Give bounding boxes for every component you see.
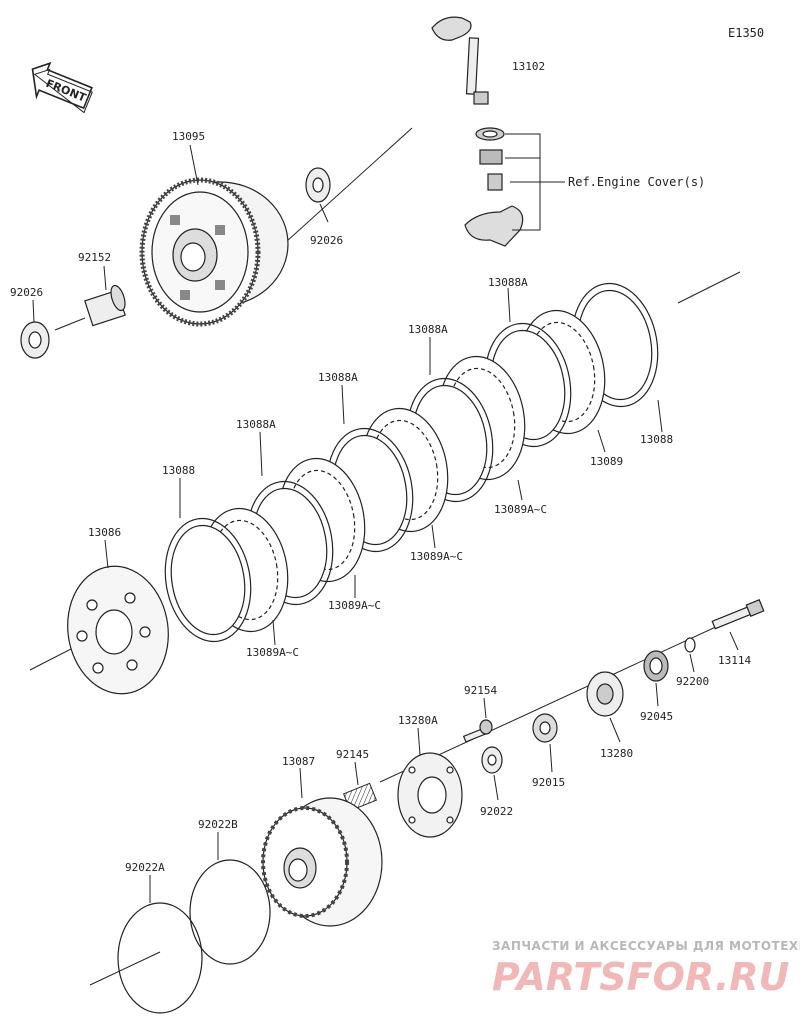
part-label-92152: 92152 — [78, 251, 111, 264]
leader-92045 — [655, 682, 659, 707]
leader-13114 — [729, 631, 739, 651]
leader-13280A — [417, 727, 421, 756]
axis-line-plates — [677, 271, 741, 304]
washer-92200 — [684, 637, 696, 653]
lever-bearings — [464, 127, 524, 247]
part-label-13280A: 13280A — [398, 714, 438, 727]
leader-13088A-2 — [341, 384, 345, 425]
part-label-92022A: 92022A — [125, 861, 165, 874]
leader-13089AC-1 — [272, 619, 276, 646]
leader-92154 — [483, 697, 487, 719]
nut-92015 — [532, 713, 558, 743]
leader-13088A-4 — [507, 287, 511, 323]
part-label-13089AC-2: 13089A~C — [328, 599, 381, 612]
spring-plate-13280A — [397, 752, 463, 838]
leader-13089AC-3 — [431, 524, 436, 549]
clutch-hub-13087 — [261, 797, 383, 927]
leader-92152 — [103, 265, 107, 291]
part-label-13086: 13086 — [88, 526, 121, 539]
reference-note: Ref.Engine Cover(s) — [568, 175, 705, 189]
bearing-92045 — [643, 650, 669, 682]
part-label-13089AC-1: 13089A~C — [246, 646, 299, 659]
part-label-13088A-2: 13088A — [318, 371, 358, 384]
leader-92026a — [319, 203, 329, 223]
bolt-92154 — [462, 719, 493, 743]
part-label-13089AC-4: 13089A~C — [494, 503, 547, 516]
leader-92200 — [689, 653, 695, 673]
part-label-13102: 13102 — [512, 60, 545, 73]
part-label-13088A-4: 13088A — [488, 276, 528, 289]
part-label-92200: 92200 — [676, 675, 709, 688]
clutch-hub-plate-13086 — [67, 565, 169, 695]
front-arrow-icon: FRONT — [31, 61, 93, 114]
leader-13095 — [189, 144, 199, 186]
part-label-92022B: 92022B — [198, 818, 238, 831]
part-label-13088A-1: 13088A — [236, 418, 276, 431]
friction-plate-13088-left — [164, 517, 252, 643]
part-label-13095: 13095 — [172, 130, 205, 143]
part-label-92026-left: 92026 — [10, 286, 43, 299]
leader-13280 — [609, 717, 621, 743]
part-labels: 13102 13095 92026 92152 92026 13088A 130… — [10, 60, 751, 874]
part-label-92015: 92015 — [532, 776, 565, 789]
leader-13089 — [597, 429, 606, 453]
thrust-washer-right — [305, 167, 331, 203]
washer-92022 — [481, 746, 503, 774]
o-ring-92022B — [189, 859, 271, 965]
leader-13088A-1 — [259, 431, 263, 477]
diagram-code: E1350 — [728, 26, 764, 40]
leader-13086 — [104, 539, 109, 569]
leader-92145 — [354, 761, 359, 786]
part-label-13088A-3: 13088A — [408, 323, 448, 336]
part-label-92026-right: 92026 — [310, 234, 343, 247]
part-label-13088-top: 13088 — [640, 433, 673, 446]
leader-92022 — [493, 774, 499, 801]
lifter-13280 — [586, 671, 624, 717]
part-label-13089AC-3: 13089A~C — [410, 550, 463, 563]
leader-13088-top — [657, 399, 663, 433]
clutch-housing — [139, 177, 289, 327]
part-label-92045: 92045 — [640, 710, 673, 723]
part-label-13280: 13280 — [600, 747, 633, 760]
watermark-logo: PARTSFOR.RU — [492, 955, 790, 999]
housing-sleeve — [84, 284, 126, 327]
part-label-92022: 92022 — [480, 805, 513, 818]
part-label-92145: 92145 — [336, 748, 369, 761]
pushrod-bolt-13114 — [711, 599, 765, 630]
watermark-tagline: ЗАПЧАСТИ И АКСЕССУАРЫ ДЛЯ МОТОТЕХНИКИ — [492, 939, 800, 953]
part-label-13089: 13089 — [590, 455, 623, 468]
clutch-lever-shaft — [431, 16, 489, 105]
leader-92015 — [549, 743, 553, 773]
part-label-13087: 13087 — [282, 755, 315, 768]
leader-92026b — [32, 299, 35, 323]
axis-line-bottom — [89, 951, 161, 986]
thrust-washer-left — [20, 321, 50, 359]
part-label-13114: 13114 — [718, 654, 751, 667]
ref-bracket — [505, 133, 565, 231]
leader-13087 — [299, 767, 303, 799]
part-label-13088-left: 13088 — [162, 464, 195, 477]
part-label-92154: 92154 — [464, 684, 497, 697]
axis-washer — [54, 317, 86, 331]
o-ring-92022A — [117, 902, 203, 1014]
leader-13089AC-4 — [517, 479, 523, 501]
